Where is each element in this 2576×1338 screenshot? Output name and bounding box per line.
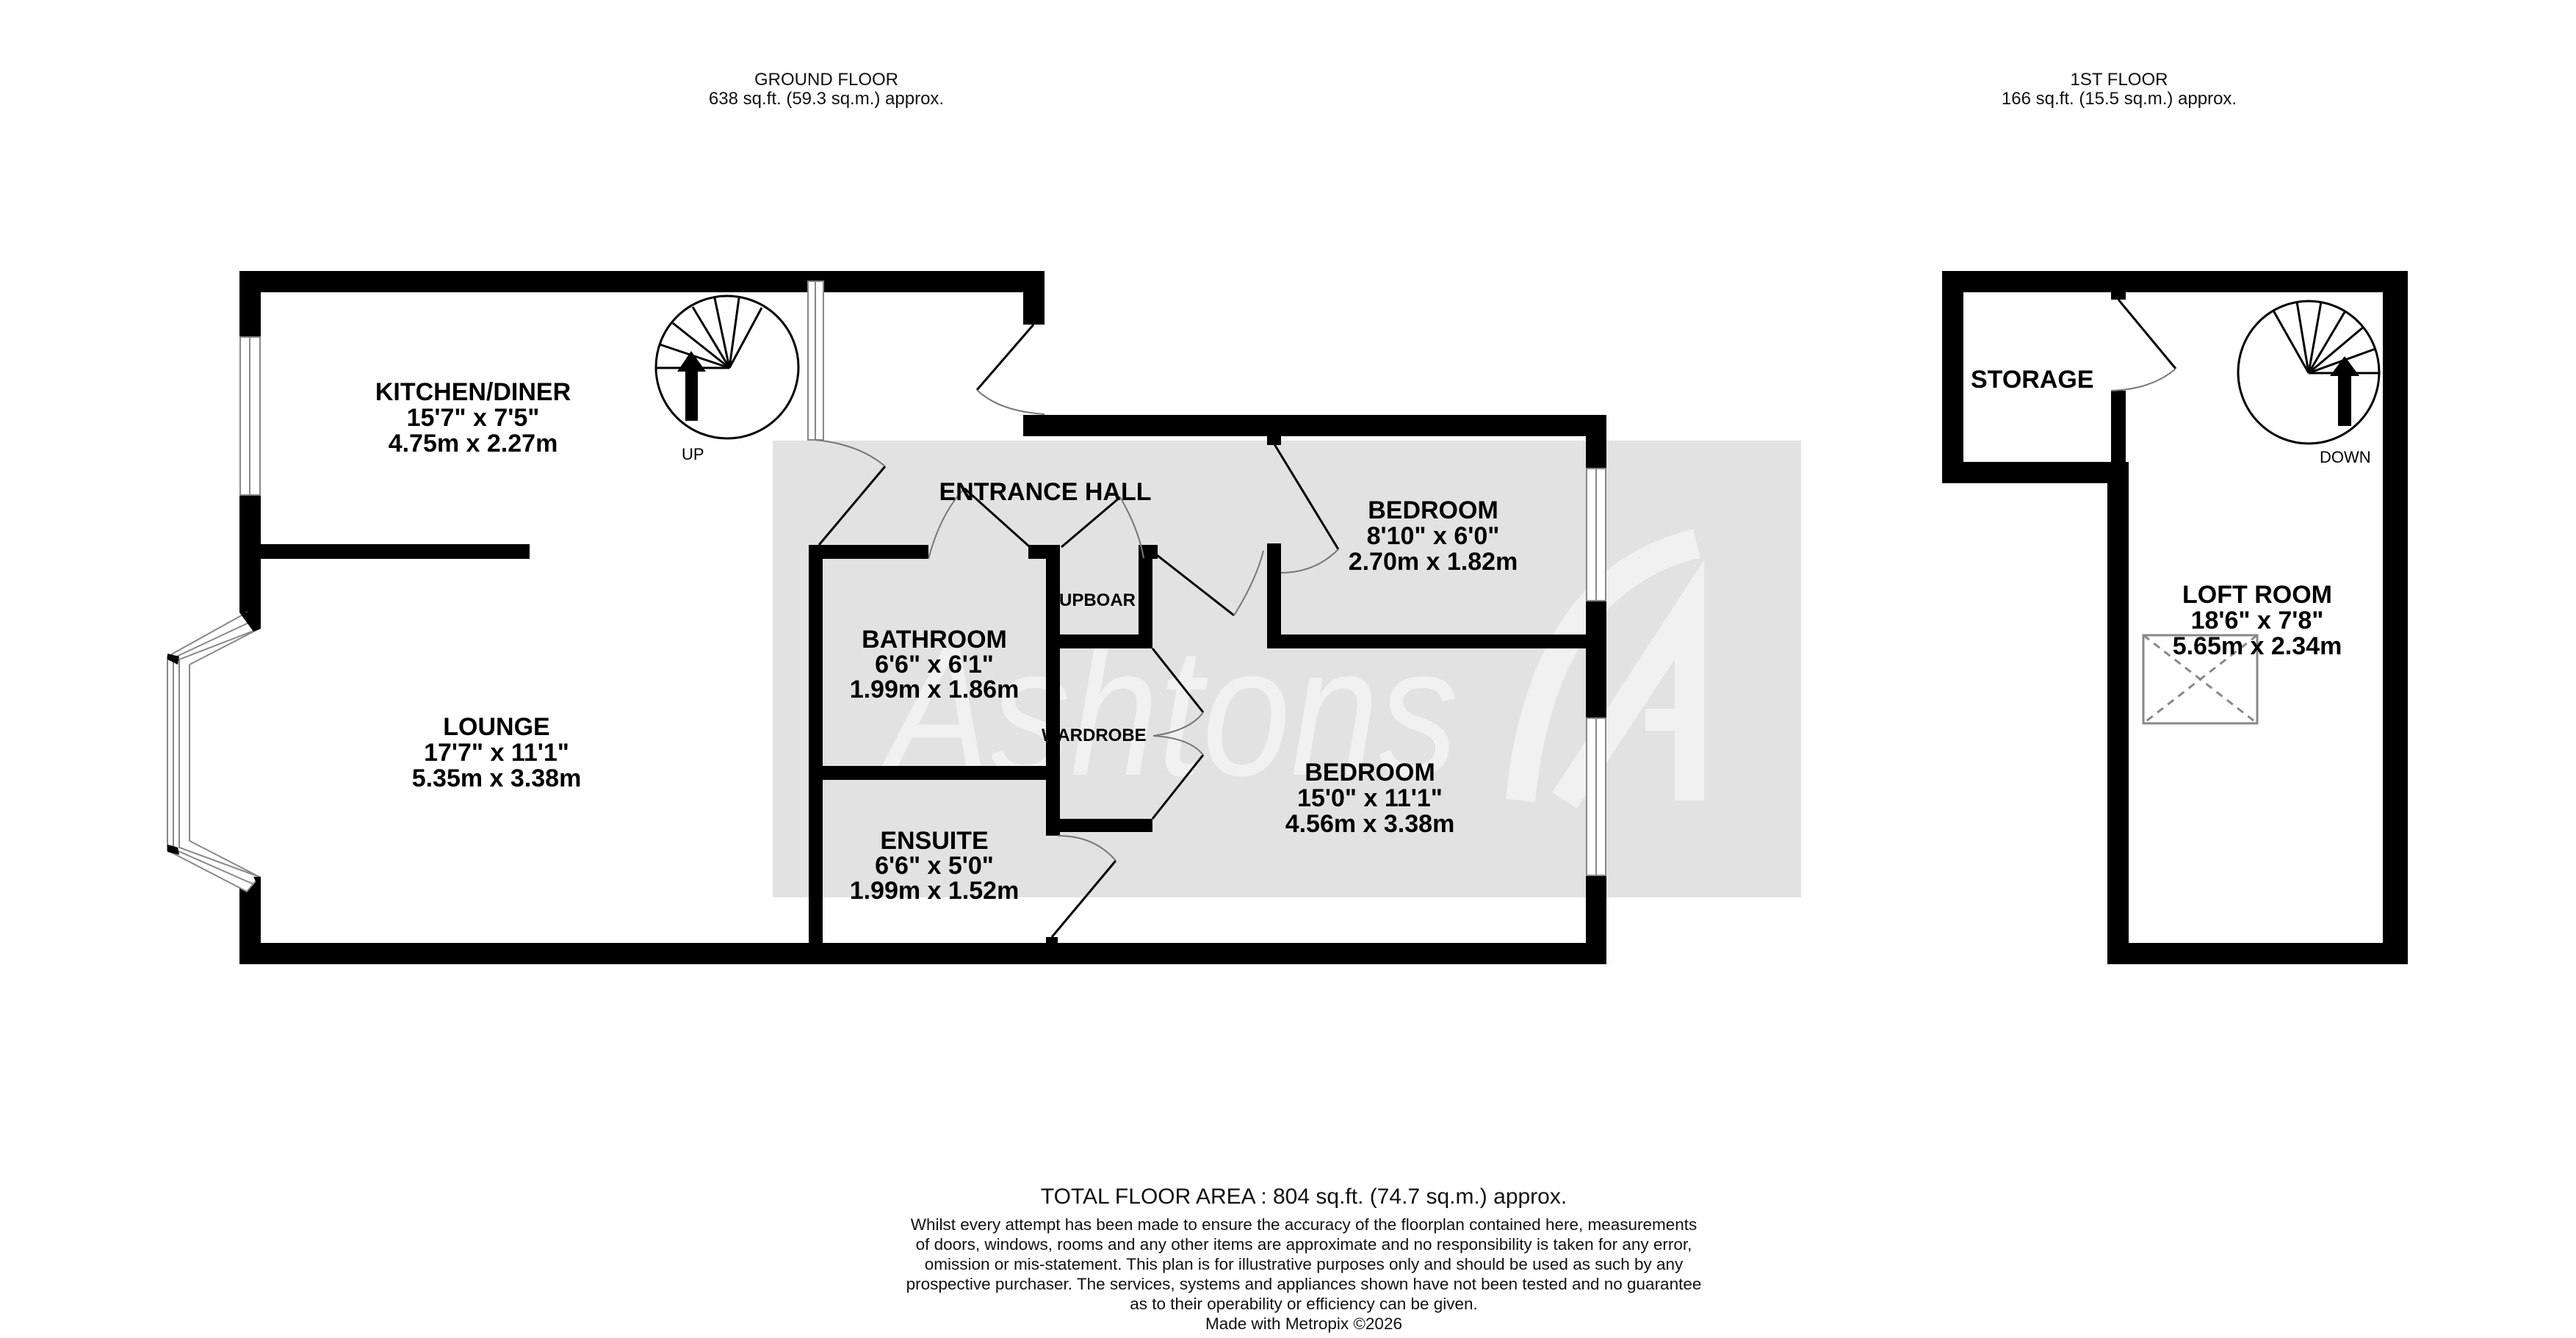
bathroom-metric: 1.99m x 1.86m [850,676,1020,704]
entrance-hall-name: ENTRANCE HALL [939,478,1152,506]
ground-floor-doors [815,324,1340,938]
room-loft: LOFT ROOM 18'6" x 7'8" 5.65m x 2.34m [2173,581,2342,660]
stair-up-label: UP [682,445,704,463]
bedroom-main-door [1152,550,1264,617]
first-floor-title: 1ST FLOOR [2070,70,2168,90]
room-kitchen: KITCHEN/DINER 15'7" x 7'5" 4.75m x 2.27m [375,378,571,458]
bedroom-main-metric: 4.56m x 3.38m [1285,810,1455,838]
loft-name: LOFT ROOM [2182,581,2332,609]
bedroom-small-imperial: 8'10" x 6'0" [1367,522,1500,550]
spiral-stair-up-icon [654,294,800,440]
total-floor-area: TOTAL FLOOR AREA : 804 sq.ft. (74.7 sq.m… [1040,1185,1567,1209]
kitchen-window [239,336,261,496]
bay-window-corners [167,612,261,892]
bedroom-main-imperial: 15'0" x 11'1" [1297,784,1443,812]
wardrobe-name: WARDROBE [1042,726,1147,745]
ground-floor-header: GROUND FLOOR 638 sq.ft. (59.3 sq.m.) app… [661,70,992,109]
bedroom-main-name: BEDROOM [1305,759,1435,786]
stair-down-label: DOWN [2320,448,2371,466]
bathroom-name: BATHROOM [862,626,1007,654]
room-bathroom: BATHROOM 6'6" x 6'1" 1.99m x 1.86m [850,626,1020,704]
wardrobe-doors [1151,648,1205,820]
ensuite-metric: 1.99m x 1.52m [850,877,1020,905]
lounge-imperial: 17'7" x 11'1" [424,739,569,767]
disclaimer-line: as to their operability or efficiency ca… [1130,1295,1478,1313]
skylight-icon [2142,634,2259,725]
lounge-bay-window [167,611,261,893]
room-bedroom-main: BEDROOM 15'0" x 11'1" 4.56m x 3.38m [1285,759,1455,838]
first-floor-area: 166 sq.ft. (15.5 sq.m.) approx. [2001,89,2237,109]
ground-floor-title: GROUND FLOOR [754,70,898,90]
ground-floor-walls [239,271,1606,964]
storage-name: STORAGE [1971,366,2094,394]
kitchen-imperial: 15'7" x 7'5" [407,404,540,432]
disclaimer-line: of doors, windows, rooms and any other i… [915,1235,1692,1254]
disclaimer-line: Whilst every attempt has been made to en… [910,1215,1698,1234]
room-entrance-hall: ENTRANCE HALL [939,478,1152,506]
bedroom-main-window [1586,717,1606,876]
disclaimer-line: omission or mis-statement. This plan is … [924,1255,1684,1273]
first-floor-walls [1942,271,2408,964]
ground-floor-windows [167,281,1606,893]
front-door [975,324,1045,415]
storage-door [2110,299,2177,391]
footer: TOTAL FLOOR AREA : 804 sq.ft. (74.7 sq.m… [837,1184,1770,1334]
ground-floor-area: 638 sq.ft. (59.3 sq.m.) approx. [708,89,945,109]
ensuite-name: ENSUITE [880,827,988,855]
kitchen-name: KITCHEN/DINER [375,378,571,406]
room-bedroom-small: BEDROOM 8'10" x 6'0" 2.70m x 1.82m [1349,496,1518,576]
lounge-name: LOUNGE [443,713,549,741]
first-floor-header: 1ST FLOOR 166 sq.ft. (15.5 sq.m.) approx… [1954,70,2284,109]
bathroom-imperial: 6'6" x 6'1" [875,651,994,679]
bedroom-small-name: BEDROOM [1368,496,1498,524]
room-lounge: LOUNGE 17'7" x 11'1" 5.35m x 3.38m [412,713,582,792]
disclaimer-line: prospective purchaser. The services, sys… [906,1275,1702,1293]
ensuite-imperial: 6'6" x 5'0" [875,852,994,880]
lounge-metric: 5.35m x 3.38m [412,764,582,792]
spiral-stair-down-icon [2237,300,2381,445]
hall-window [807,281,824,441]
room-ensuite: ENSUITE 6'6" x 5'0" 1.99m x 1.52m [850,827,1020,905]
kitchen-metric: 4.75m x 2.27m [389,430,558,458]
cupboard-name: UPBOAR [1059,590,1136,610]
bedroom-small-window [1586,468,1606,601]
ensuite-door [1050,835,1117,938]
loft-metric: 5.65m x 2.34m [2173,632,2342,660]
disclaimer: Whilst every attempt has been made to en… [837,1215,1770,1334]
bathroom-door [928,487,1037,560]
loft-imperial: 18'6" x 7'8" [2191,607,2324,634]
kitchen-door [815,439,887,546]
bedroom-small-metric: 2.70m x 1.82m [1349,548,1518,576]
cupboard-door [1061,496,1144,559]
bedroom-small-door [1273,444,1340,574]
credit: Made with Metropix ©2026 [1205,1315,1402,1333]
